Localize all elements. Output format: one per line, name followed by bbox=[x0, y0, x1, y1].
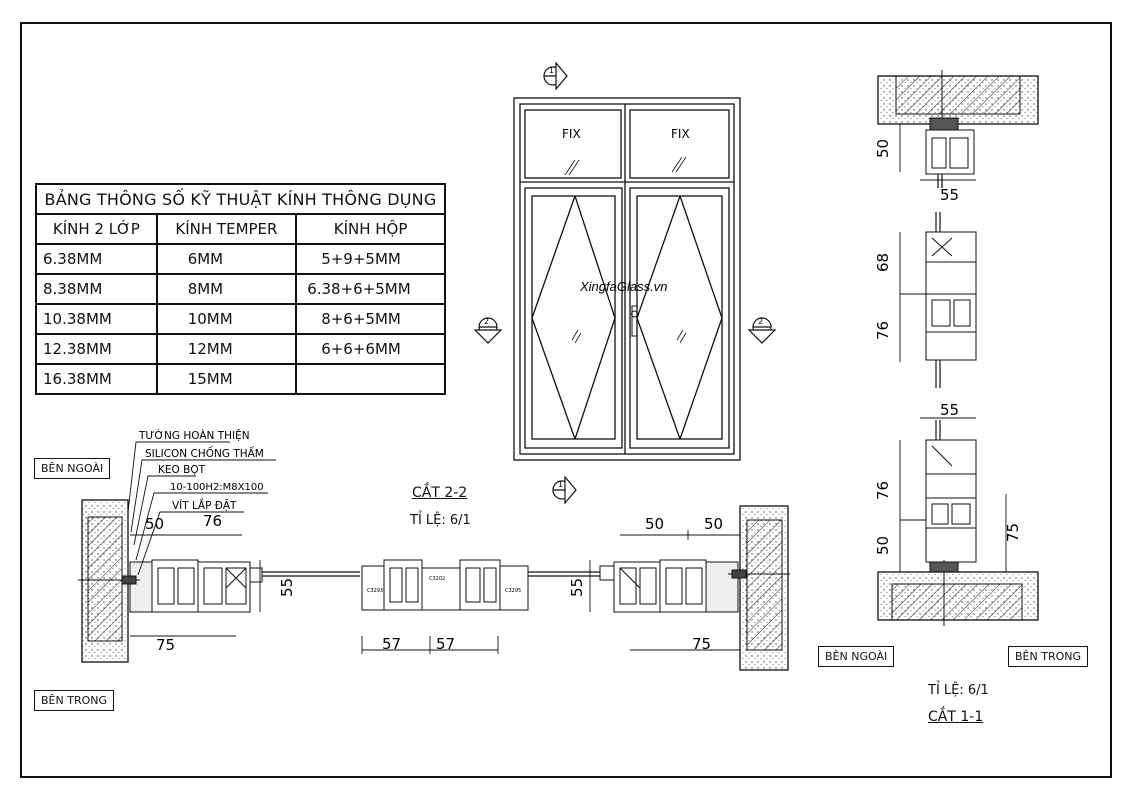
section-marker-1-top bbox=[543, 61, 568, 91]
callout-foam: KEO BỌT bbox=[158, 464, 206, 476]
section-1-1-scale: TỈ LỆ: 6/1 bbox=[928, 683, 989, 698]
dim-low-75: 75 bbox=[1004, 523, 1022, 542]
table-row: 12.38MM 12MM 6+6+6MM bbox=[35, 333, 446, 365]
table-header: KÍNH HỘP bbox=[295, 213, 446, 245]
anchor-screw-right bbox=[728, 569, 790, 579]
fix-pane-right bbox=[629, 109, 730, 179]
dim-left-75: 75 bbox=[156, 636, 175, 654]
right-wall-section bbox=[739, 505, 789, 671]
callout-finished-wall: TƯỜNG HOÀN THIỆN bbox=[138, 429, 250, 442]
dim-left-50: 50 bbox=[145, 515, 164, 533]
dim-low-50: 50 bbox=[874, 536, 892, 555]
table-cell: 6MM bbox=[155, 243, 298, 275]
section-marker-2-right bbox=[747, 317, 777, 344]
callout-leaders bbox=[127, 441, 276, 576]
profile-code: C3295 bbox=[505, 588, 521, 594]
table-title: BẢNG THÔNG SỐ KỸ THUẬT KÍNH THÔNG DỤNG bbox=[35, 183, 446, 215]
fix-pane-left bbox=[524, 109, 622, 179]
table-cell: 12MM bbox=[155, 333, 298, 365]
sash-right bbox=[629, 187, 730, 449]
table-cell: 6.38+6+5MM bbox=[295, 273, 446, 305]
profile-code: C3293 bbox=[367, 588, 383, 594]
table-cell: 10MM bbox=[155, 303, 298, 335]
fix-label-left: FIX bbox=[562, 127, 581, 141]
dim-right-55: 55 bbox=[568, 578, 586, 597]
table-cell: 16.38MM bbox=[35, 363, 158, 395]
table-header: KÍNH 2 LỚP bbox=[35, 213, 158, 245]
dim-left-76: 76 bbox=[203, 512, 222, 530]
section-1-1-title: CẮT 1-1 bbox=[928, 709, 984, 725]
marker-2-left-label: 2 bbox=[484, 317, 489, 326]
window-outer-frame bbox=[513, 97, 741, 461]
anchor-screw-left bbox=[78, 575, 140, 585]
dim-right-50b: 50 bbox=[704, 515, 723, 533]
table-cell: 6.38MM bbox=[35, 243, 158, 275]
dim-top-50: 50 bbox=[874, 139, 892, 158]
table-row: 16.38MM 15MM bbox=[35, 363, 446, 395]
callout-silicone: SILICON CHỐNG THẤM bbox=[145, 446, 264, 460]
callout-anchor-spec: 10-100H2:M8X100 bbox=[170, 482, 264, 493]
dimension-lines-2-2 bbox=[130, 530, 740, 654]
section-marker-2-left bbox=[473, 317, 503, 344]
dim-top-55: 55 bbox=[940, 186, 959, 204]
dim-mid-57a: 57 bbox=[382, 635, 401, 653]
left-frame-profile bbox=[129, 559, 360, 613]
table-row: 10.38MM 10MM 8+6+5MM bbox=[35, 303, 446, 335]
section-2-2-scale: TỈ LỆ: 6/1 bbox=[410, 513, 471, 528]
profile-code: C3202 bbox=[429, 576, 445, 582]
watermark-text: XingfaGlass.vn bbox=[579, 279, 667, 294]
marker-1-top-label: 1 bbox=[549, 66, 554, 75]
inside-label-1-1: BÊN TRONG bbox=[1008, 646, 1088, 667]
dim-low-76: 76 bbox=[874, 481, 892, 500]
table-cell: 8+6+5MM bbox=[295, 303, 446, 335]
sill-wall-section bbox=[877, 560, 1039, 626]
middle-mullion-profile bbox=[361, 559, 600, 611]
right-frame-profile bbox=[599, 559, 739, 613]
dim-right-75: 75 bbox=[692, 635, 711, 653]
inside-label-2-2: BÊN TRONG bbox=[34, 690, 114, 711]
table-cell: 10.38MM bbox=[35, 303, 158, 335]
outside-label-1-1: BÊN NGOÀI bbox=[818, 646, 895, 667]
dim-mid-68: 68 bbox=[874, 253, 892, 272]
dim-right-50a: 50 bbox=[645, 515, 664, 533]
callout-screw: VÍT LẮP ĐẶT bbox=[172, 498, 237, 512]
dim-mid-57b: 57 bbox=[436, 635, 455, 653]
sash-left bbox=[524, 187, 623, 449]
table-cell: 6+6+6MM bbox=[295, 333, 446, 365]
table-cell: 8MM bbox=[155, 273, 298, 305]
vertical-profiles bbox=[925, 129, 977, 563]
table-header: KÍNH TEMPER bbox=[155, 213, 298, 245]
table-cell: 5+9+5MM bbox=[295, 243, 446, 275]
dim-left-55: 55 bbox=[278, 578, 296, 597]
table-cell: 8.38MM bbox=[35, 273, 158, 305]
section-marker-1-bottom bbox=[552, 475, 577, 505]
table-cell bbox=[295, 363, 446, 395]
window-elevation bbox=[513, 97, 741, 461]
drawing-border bbox=[20, 22, 1112, 778]
dim-mid-76: 76 bbox=[874, 321, 892, 340]
dimension-lines-1-1 bbox=[899, 124, 1007, 572]
table-cell: 12.38MM bbox=[35, 333, 158, 365]
left-wall-section bbox=[81, 499, 129, 663]
table-cell: 15MM bbox=[155, 363, 298, 395]
table-row: 8.38MM 8MM 6.38+6+5MM bbox=[35, 273, 446, 305]
head-wall-section bbox=[877, 70, 1039, 131]
section-2-2-title: CẮT 2-2 bbox=[412, 485, 468, 501]
window-inner-frame bbox=[519, 103, 735, 455]
glass-spec-table: BẢNG THÔNG SỐ KỸ THUẬT KÍNH THÔNG DỤNG K… bbox=[35, 183, 446, 395]
table-row: 6.38MM 6MM 5+9+5MM bbox=[35, 243, 446, 275]
fix-label-right: FIX bbox=[671, 127, 690, 141]
outside-label-2-2: BÊN NGOÀI bbox=[34, 458, 111, 479]
marker-1-bottom-label: 1 bbox=[558, 480, 563, 489]
marker-2-right-label: 2 bbox=[758, 317, 763, 326]
dim-low-55: 55 bbox=[940, 401, 959, 419]
